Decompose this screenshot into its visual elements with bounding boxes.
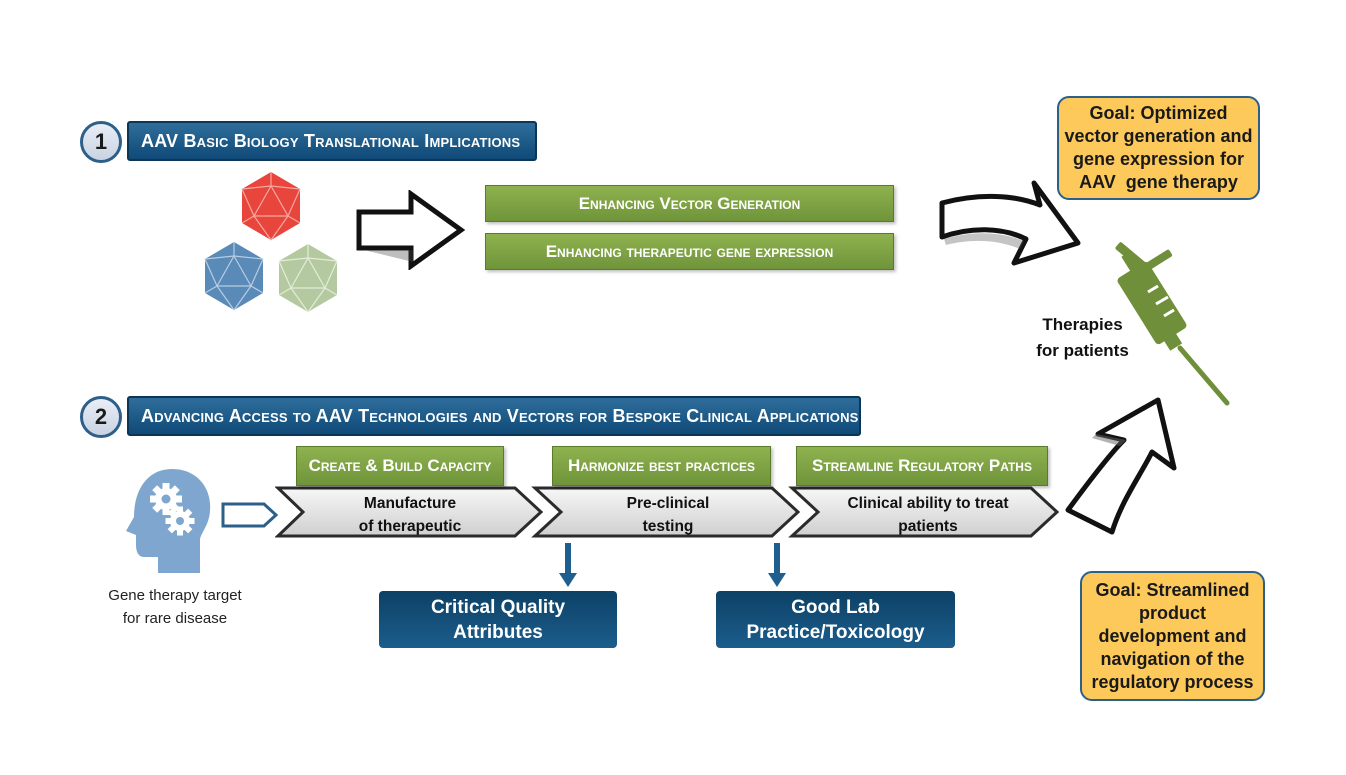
stage-label-clinical-line-1: Clinical ability to treat bbox=[847, 495, 1009, 512]
therapies-label: Therapies for patients bbox=[1020, 312, 1145, 364]
down-arrow-icon bbox=[559, 543, 577, 587]
stage-label-clinical-line-2: patients bbox=[898, 518, 958, 535]
section-1-title: AAV Basic Biology Translational Implicat… bbox=[127, 121, 537, 161]
stage-label-manufacture: Manufacture of therapeutic bbox=[320, 492, 500, 538]
output-good-lab-practice: Good Lab Practice/Toxicology bbox=[716, 591, 955, 648]
stage-header-create-build: Create & Build Capacity bbox=[296, 446, 504, 486]
item-enhancing-gene-expression: Enhancing therapeutic gene expression bbox=[485, 233, 894, 270]
output-good-lab-practice-line-2: Practice/Toxicology bbox=[746, 621, 925, 643]
target-label-line-2: for rare disease bbox=[122, 610, 228, 627]
therapies-label-line-2: for patients bbox=[1036, 341, 1129, 360]
icosahedron-blue-icon bbox=[204, 242, 264, 311]
down-arrow-icon bbox=[768, 543, 786, 587]
goal-top-line-3: gene expression for bbox=[1072, 149, 1245, 169]
syringe-icon bbox=[1115, 242, 1230, 406]
head-gears-icon bbox=[126, 469, 211, 573]
therapies-label-line-1: Therapies bbox=[1042, 315, 1123, 334]
goal-bottom-line-3: development and bbox=[1098, 625, 1247, 646]
stage-label-preclinical: Pre-clinical testing bbox=[578, 492, 758, 538]
item-enhancing-vector-generation: Enhancing Vector Generation bbox=[485, 185, 894, 222]
section-1-number: 1 bbox=[80, 121, 122, 163]
goal-bottom-line-5: regulatory process bbox=[1091, 671, 1254, 692]
icosahedron-red-icon bbox=[241, 172, 301, 241]
goal-bottom-line-4: navigation of the bbox=[1100, 648, 1245, 669]
chevron-preclinical bbox=[531, 486, 801, 538]
target-label-line-1: Gene therapy target bbox=[108, 587, 242, 604]
curved-arrow-bottom-icon bbox=[1065, 397, 1177, 535]
icosahedron-sage-icon bbox=[278, 244, 338, 313]
chevron-clinical bbox=[788, 486, 1060, 538]
outline-arrow-icon bbox=[356, 190, 466, 270]
stage-label-manufacture-line-1: Manufacture bbox=[363, 495, 457, 512]
goal-streamlined-box: Goal: Streamlined product development an… bbox=[1080, 571, 1265, 701]
output-good-lab-practice-line-1: Good Lab bbox=[791, 596, 880, 618]
stage-label-manufacture-line-2: of therapeutic bbox=[358, 518, 462, 535]
section-2-number: 2 bbox=[80, 396, 122, 438]
output-critical-quality-line-1: Critical Quality bbox=[430, 596, 566, 618]
aav-capsids-graphic bbox=[204, 172, 338, 313]
goal-top-line-2: vector generation and bbox=[1064, 126, 1253, 146]
chevron-manufacture bbox=[275, 486, 544, 538]
stage-label-clinical: Clinical ability to treat patients bbox=[818, 492, 1038, 538]
curved-arrow-top-icon bbox=[939, 180, 1081, 266]
stage-label-preclinical-line-1: Pre-clinical bbox=[626, 495, 710, 512]
target-label: Gene therapy target for rare disease bbox=[95, 584, 255, 630]
goal-bottom-line-1: Goal: Streamlined bbox=[1095, 579, 1250, 600]
goal-top-line-1: Goal: Optimized bbox=[1089, 103, 1228, 123]
output-critical-quality: Critical Quality Attributes bbox=[379, 591, 617, 648]
process-chevrons bbox=[275, 486, 1060, 538]
small-outline-arrow-icon bbox=[221, 502, 279, 528]
goal-optimized-box: Goal: Optimized vector generation and ge… bbox=[1057, 96, 1260, 200]
output-critical-quality-line-2: Attributes bbox=[453, 621, 543, 643]
stage-label-preclinical-line-2: testing bbox=[642, 518, 694, 535]
section-2-title: Advancing Access to AAV Technologies and… bbox=[127, 396, 861, 436]
stage-header-streamline: Streamline Regulatory Paths bbox=[796, 446, 1048, 486]
goal-top-line-4: AAV gene therapy bbox=[1079, 172, 1238, 192]
goal-bottom-line-2: product bbox=[1139, 602, 1206, 623]
stage-header-harmonize: Harmonize best practices bbox=[552, 446, 771, 486]
